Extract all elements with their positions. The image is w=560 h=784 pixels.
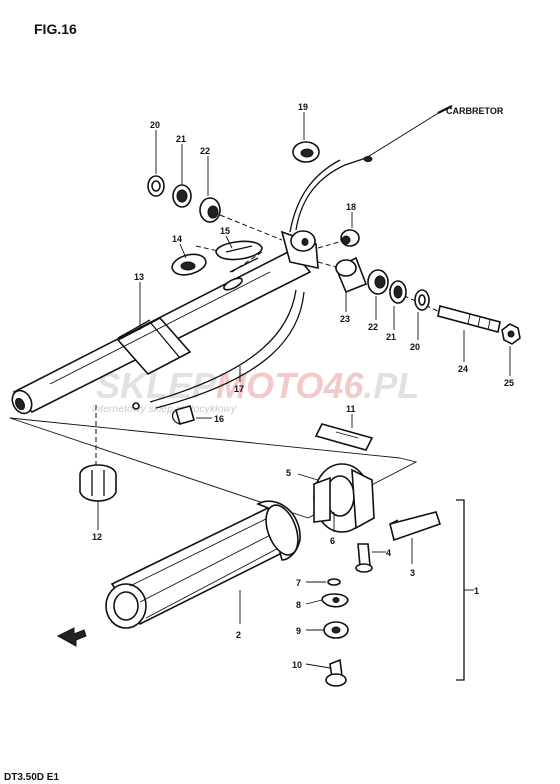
callout-18: 18 (346, 202, 356, 212)
callout-11: 11 (346, 404, 356, 414)
throttle-tube (11, 248, 312, 415)
grip-housing (313, 463, 375, 533)
carburetor-label: CARBRETOR (446, 106, 504, 116)
figure-footer: DT3.50D E1 (4, 772, 59, 783)
callout-22-upper: 22 (200, 146, 210, 156)
cable-holder-15 (215, 240, 263, 261)
callout-20-lower: 20 (410, 342, 420, 352)
nut-25 (501, 323, 521, 345)
plate-11 (314, 423, 374, 451)
throttle-grip (105, 500, 301, 629)
watermark-brand-b: MOTO46 (216, 365, 364, 406)
callout-leaders (97, 112, 511, 669)
washer-20-lower (414, 289, 430, 311)
washer-7 (327, 578, 341, 586)
callout-1: 1 (474, 586, 479, 596)
spacer-23 (334, 256, 368, 294)
callout-20-upper: 20 (150, 120, 160, 130)
throttle-cable (132, 105, 453, 410)
bolt-24 (437, 305, 501, 333)
washer-20-upper (147, 175, 165, 197)
adjuster-10 (325, 658, 347, 687)
watermark-brand-c: .PL (363, 365, 419, 406)
callout-3: 3 (410, 568, 415, 578)
assembly-bracket (456, 499, 465, 681)
callout-21-lower: 21 (386, 332, 396, 342)
collar-18 (340, 229, 360, 247)
cable-holder-14 (171, 253, 207, 276)
bushing-22-upper (199, 197, 221, 223)
callout-7: 7 (296, 578, 301, 588)
figure-title: FIG.16 (34, 21, 77, 37)
seal-21-lower (389, 280, 407, 304)
bushing-12 (79, 464, 117, 502)
callout-19: 19 (298, 102, 308, 112)
callout-4: 4 (386, 548, 391, 558)
clip-16 (171, 405, 195, 425)
callout-9: 9 (296, 626, 301, 636)
housing-cap (280, 230, 319, 270)
watermark: SKLEPMOTO46.PL internetowy sklep motocyk… (92, 365, 419, 415)
clip-8 (321, 593, 349, 608)
callout-22-lower: 22 (368, 322, 378, 332)
callout-5: 5 (286, 468, 291, 478)
callout-10: 10 (292, 660, 302, 670)
callout-16: 16 (214, 414, 224, 424)
bushing-22-lower (367, 269, 389, 295)
callout-6: 6 (330, 536, 335, 546)
wedge-3 (389, 511, 442, 542)
watermark-tagline: internetowy sklep motocyklowy (92, 403, 237, 415)
direction-arrow-icon (56, 627, 87, 647)
grommet-19 (292, 141, 320, 163)
callout-13: 13 (134, 272, 144, 282)
screw-4 (355, 543, 373, 573)
callout-15: 15 (220, 226, 230, 236)
nut-9 (323, 621, 349, 639)
callout-21-upper: 21 (176, 134, 186, 144)
callout-25: 25 (504, 378, 514, 388)
callout-14: 14 (172, 234, 182, 244)
callout-24: 24 (458, 364, 468, 374)
seal-21-upper (172, 184, 192, 208)
callout-8: 8 (296, 600, 301, 610)
callout-2: 2 (236, 630, 241, 640)
callout-17: 17 (234, 384, 244, 394)
callout-23: 23 (340, 314, 350, 324)
callout-12: 12 (92, 532, 102, 542)
